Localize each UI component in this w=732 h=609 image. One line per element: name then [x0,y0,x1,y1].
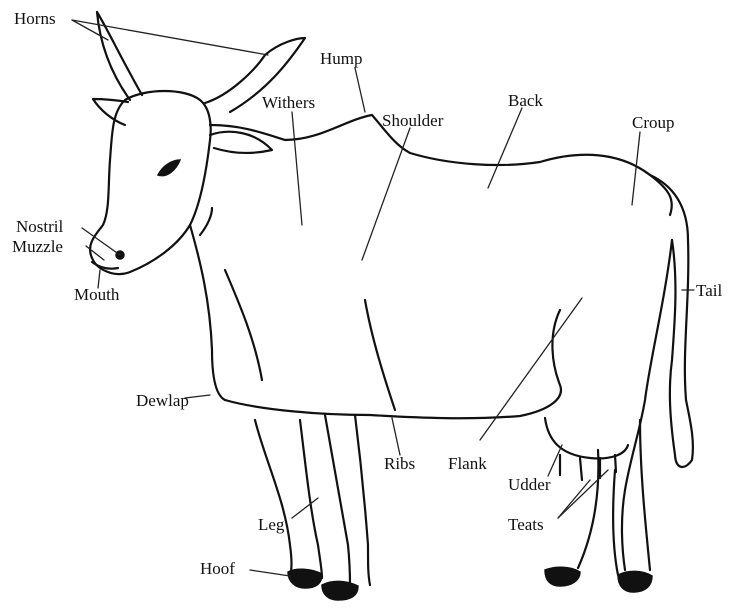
leader-hoof [250,570,290,576]
leader-flank [480,298,582,440]
hoof-front-right [322,581,358,600]
interior-line-3 [200,208,212,235]
leader-withers [292,112,302,225]
label-dewlap: Dewlap [136,391,189,410]
leader-leg [292,498,318,518]
label-hump: Hump [320,49,363,68]
leader-ribs [392,418,400,455]
leader-lines [72,20,694,576]
chest-dewlap [190,225,225,400]
front-leg-right-inner [355,415,370,585]
leader-shoulder [362,128,410,260]
eye [158,160,180,176]
leader-nostril [82,228,120,255]
label-back: Back [508,91,543,110]
udder-outline [545,418,628,458]
label-mouth: Mouth [74,285,120,304]
front-leg-right [325,415,350,585]
leader-hump [355,68,365,112]
label-ribs: Ribs [384,454,415,473]
label-tail: Tail [696,281,722,300]
hoof-front-left [288,569,322,588]
label-hoof: Hoof [200,559,235,578]
tail [650,175,693,467]
hoof-hind-right [618,571,652,592]
hoof-hind-left [545,567,580,586]
hind-leg-back-inner [613,470,618,575]
front-leg-left [255,420,292,575]
leader-teats-2 [558,470,608,518]
leader-back [488,108,522,188]
label-croup: Croup [632,113,675,132]
label-horns: Horns [14,9,56,28]
front-leg-left-inner [300,420,322,578]
hind-leg-back [640,420,650,570]
back-line [210,115,672,215]
label-withers: Withers [262,93,315,112]
label-nostril: Nostril [16,217,64,236]
label-flank: Flank [448,454,487,473]
label-teats: Teats [508,515,544,534]
label-udder: Udder [508,475,551,494]
label-muzzle: Muzzle [12,237,63,256]
hind-quarter [622,240,672,570]
interior-line-2 [365,300,395,410]
label-leg: Leg [258,515,285,534]
right-ear [210,132,272,153]
leader-muzzle [86,246,104,260]
label-shoulder: Shoulder [382,111,444,130]
interior-line-1 [225,270,262,380]
labels: Horns Hump Withers Shoulder Back Croup N… [12,9,722,578]
leader-teats-1 [558,480,590,518]
cow-outline [90,12,693,600]
